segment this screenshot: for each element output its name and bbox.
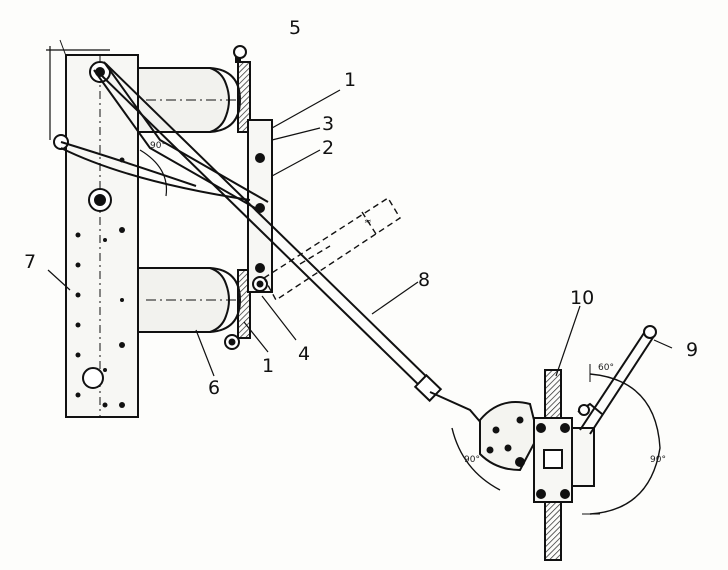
part-label-8: 8 [418,269,430,291]
part-label-4: 4 [298,343,310,365]
upper-linkage [60,61,269,213]
angle-mark: 90° [150,141,166,151]
switch-blade [247,119,273,293]
part-label-9: 9 [686,339,698,361]
angle-mark: 60° [598,363,614,373]
part-label-6: 6 [208,377,220,399]
operating-rod [97,65,483,425]
leader-lines [47,89,673,377]
upper-insulator [137,45,251,133]
operating-handle [577,325,661,515]
part-label-1: 1 [262,355,274,377]
blade-open-position [263,197,401,302]
part-label-3: 3 [322,113,334,135]
part-label-5: 5 [289,17,301,39]
part-label-2: 2 [322,137,334,159]
angle-mark: ≈ [364,217,372,227]
lower-quadrant [451,401,540,491]
angle-mark: 90° [464,455,480,465]
vertical-shaft [533,369,595,561]
part-label-10: 10 [570,287,594,309]
lower-insulator [137,267,251,350]
angle-mark: 90° [650,455,666,465]
part-label-7: 7 [24,251,36,273]
part-label-1: 1 [344,69,356,91]
frame-holes [75,157,125,408]
